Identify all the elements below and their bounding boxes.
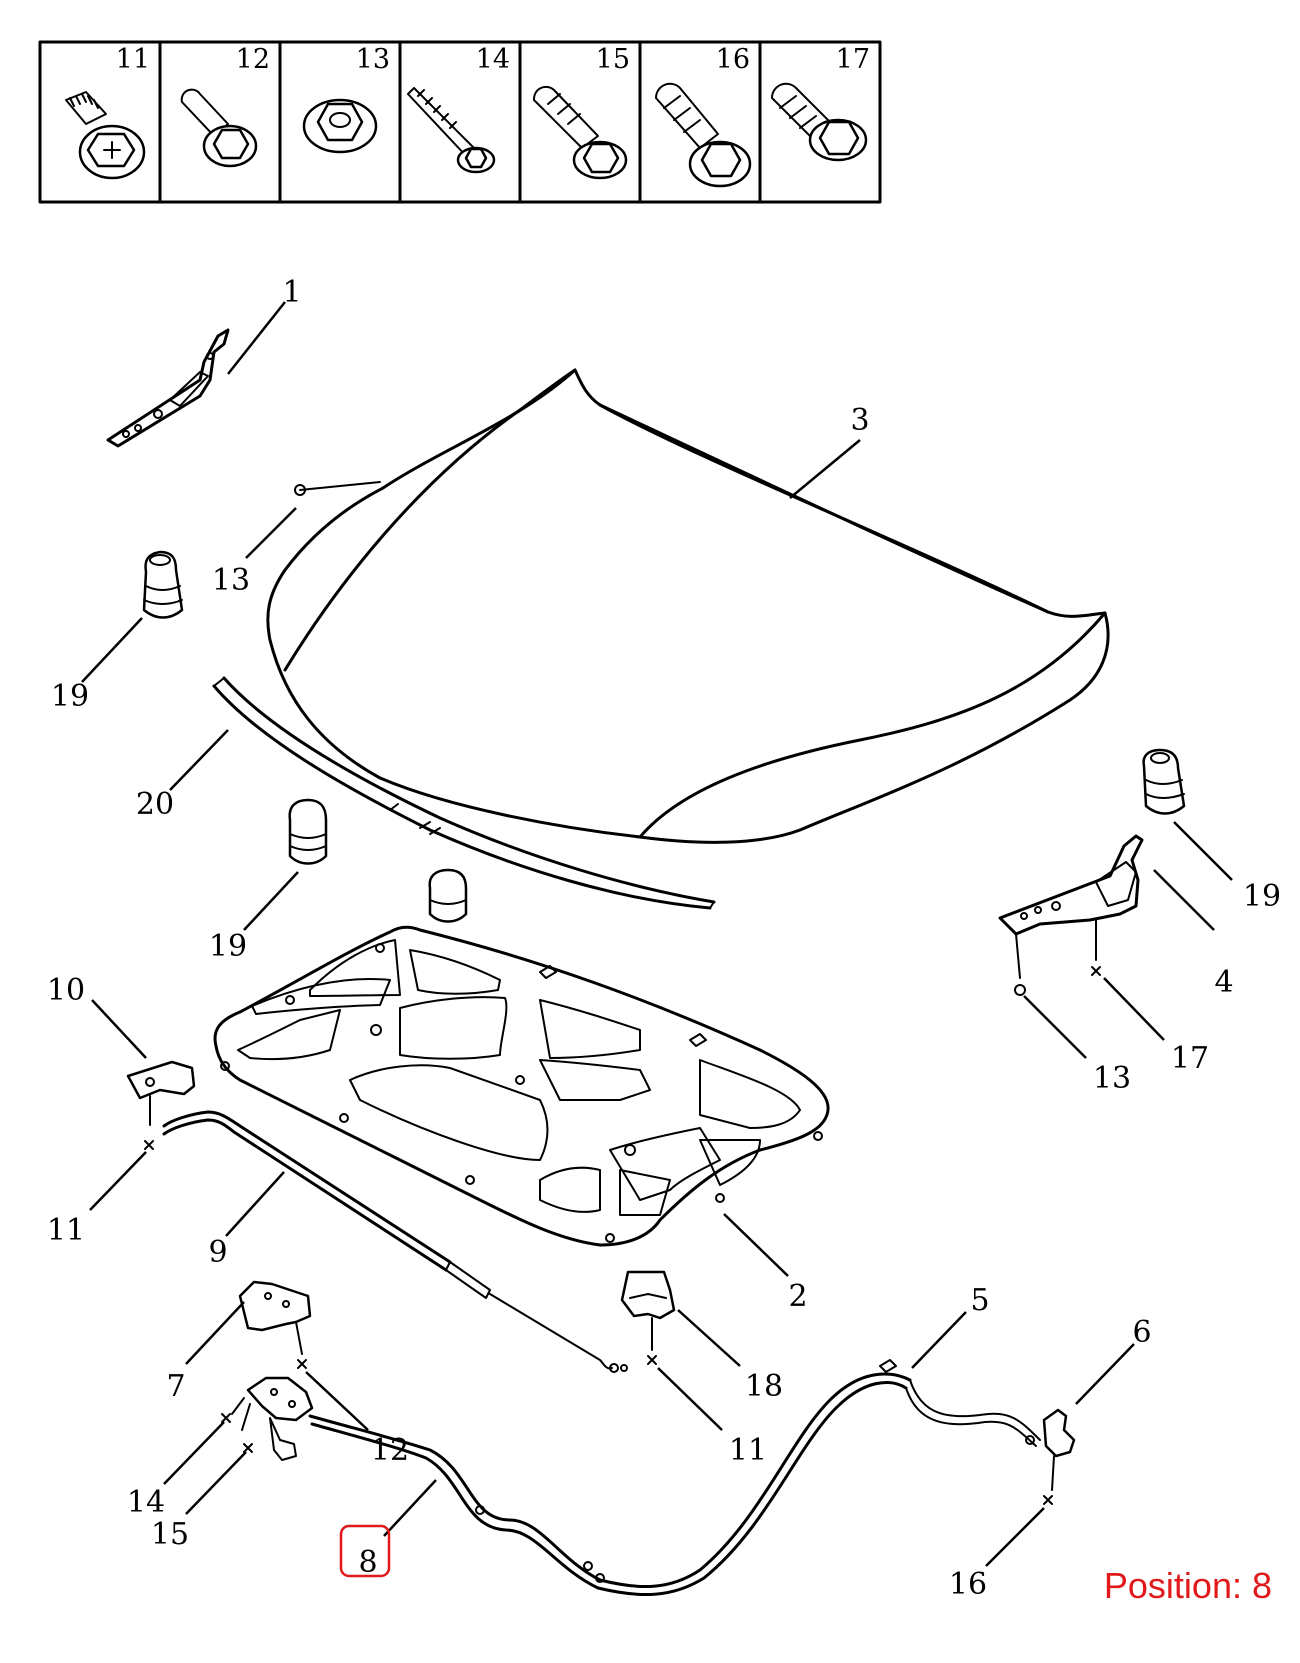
callout-label[interactable]: 15 (151, 1517, 189, 1552)
leader-lines (81, 301, 1233, 1567)
hardware-cell-14[interactable]: 14 (407, 44, 510, 174)
hood-latch[interactable] (231, 1376, 314, 1461)
callout-label[interactable]: 1 (282, 275, 301, 310)
hood-seal-strip[interactable] (212, 676, 716, 910)
flange-bolt-icon (180, 88, 258, 168)
striker[interactable] (238, 1280, 312, 1355)
callout-label[interactable]: 4 (1214, 965, 1233, 1000)
hardware-number-16: 16 (716, 44, 750, 75)
hardware-cell-16[interactable]: 16 (654, 44, 752, 188)
callout-label[interactable]: 6 (1132, 1315, 1151, 1350)
callout-label[interactable]: 10 (47, 973, 85, 1008)
hardware-cell-13[interactable]: 13 (302, 44, 390, 154)
bumper-stop[interactable] (1142, 748, 1186, 815)
long-bolt-icon (407, 87, 496, 174)
hood-panel[interactable] (266, 368, 1110, 844)
callout-label[interactable]: 14 (127, 1485, 165, 1520)
hardware-cell-12[interactable]: 12 (180, 44, 270, 168)
callout-label-highlighted[interactable]: 8 (358, 1545, 377, 1580)
callout-label[interactable]: 20 (136, 787, 174, 822)
callout-labels: 1 3 13 19 20 19 10 11 9 2 19 4 17 13 5 6… (47, 275, 1281, 1602)
prop-rod-clip[interactable] (126, 1060, 196, 1126)
callout-label[interactable]: 5 (970, 1283, 989, 1318)
callout-label[interactable]: 11 (729, 1433, 767, 1468)
hardware-number-11: 11 (116, 44, 150, 75)
callout-label[interactable]: 3 (850, 403, 869, 438)
callout-label[interactable]: 16 (949, 1567, 987, 1602)
fastener-marks (144, 966, 1101, 1505)
callout-label[interactable]: 18 (745, 1369, 783, 1404)
highlight-box (339, 1524, 391, 1578)
callout-label[interactable]: 17 (1171, 1041, 1209, 1076)
hardware-cell-17[interactable]: 17 (770, 44, 870, 162)
callout-label[interactable]: 7 (166, 1369, 185, 1404)
callout-label[interactable]: 13 (212, 563, 250, 598)
callout-label[interactable]: 19 (51, 679, 89, 714)
release-handle[interactable] (1025, 1408, 1076, 1491)
hood-hinge-left[interactable] (106, 328, 230, 448)
flange-nut-icon (302, 98, 378, 154)
bumper-stop[interactable] (428, 868, 468, 923)
hardware-cell-11[interactable]: 11 (65, 44, 150, 180)
callout-label[interactable]: 11 (47, 1213, 85, 1248)
prop-rod[interactable] (162, 1110, 628, 1373)
hardware-cell-15[interactable]: 15 (532, 44, 630, 180)
callout-label[interactable]: 19 (1243, 879, 1281, 914)
flange-bolt-icon (532, 85, 628, 180)
hardware-number-12: 12 (236, 44, 270, 75)
hardware-number-15: 15 (596, 44, 630, 75)
callout-label[interactable]: 19 (209, 929, 247, 964)
hood-insulator[interactable] (213, 925, 830, 1247)
hardware-table: 11 12 13 14 (38, 40, 882, 204)
bumper-stop[interactable] (288, 798, 328, 865)
bumper-stop[interactable] (142, 550, 184, 619)
prop-rod-holder[interactable] (620, 1270, 676, 1351)
hardware-number-14: 14 (476, 44, 510, 75)
position-indicator: Position: 8 (1104, 1565, 1272, 1606)
release-cable[interactable] (308, 1359, 1041, 1596)
hardware-number-17: 17 (836, 44, 870, 75)
phillips-flange-bolt-icon (65, 91, 146, 180)
callout-label[interactable]: 2 (788, 1279, 807, 1314)
callout-label[interactable]: 9 (208, 1235, 227, 1270)
hardware-number-13: 13 (356, 44, 390, 75)
flange-bolt-icon (654, 82, 752, 188)
callout-label[interactable]: 13 (1093, 1061, 1131, 1096)
flange-bolt-icon (770, 82, 868, 162)
callout-label[interactable]: 12 (371, 1433, 409, 1468)
hood-hinge-right[interactable] (998, 834, 1144, 996)
